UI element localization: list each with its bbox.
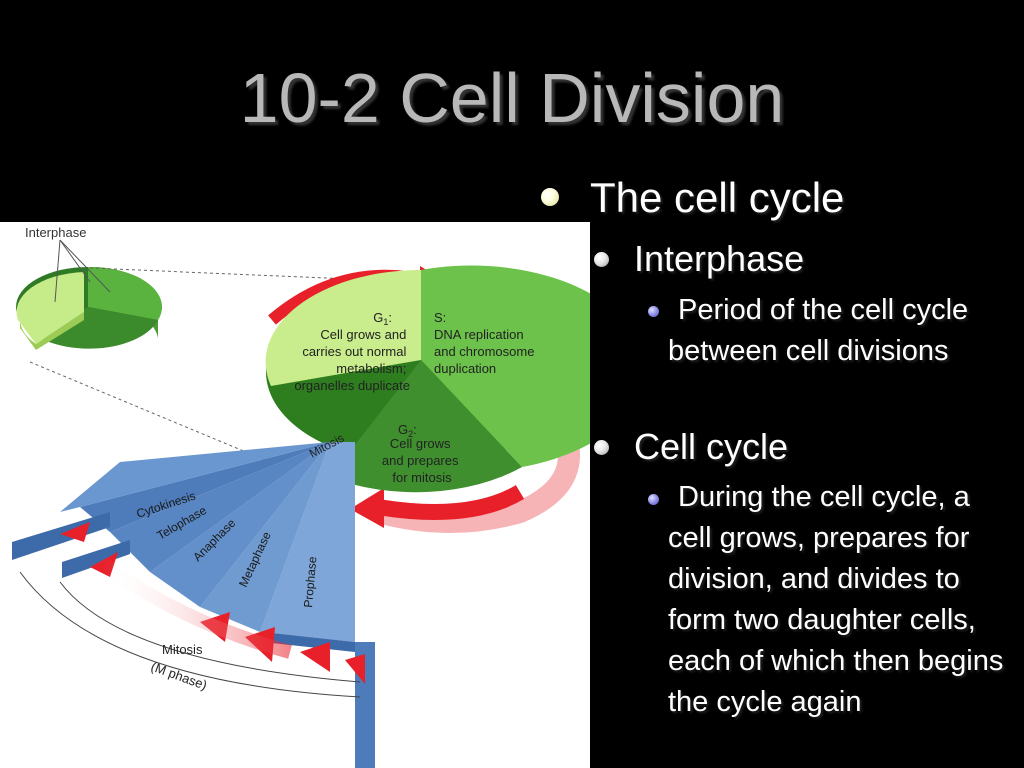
m-phase-label: Mitosis xyxy=(162,642,203,657)
cell-cycle-svg: Interphase xyxy=(12,225,590,768)
bullet-dot-interphase xyxy=(594,252,609,267)
cell-cycle-diagram: Interphase xyxy=(0,222,590,768)
bullet-cell-cycle: Cell cycle xyxy=(634,426,789,467)
small-pie xyxy=(16,239,162,350)
bullet-dot-cell-cycle-detail xyxy=(648,494,659,505)
interphase-label: Interphase xyxy=(25,225,86,240)
bullet-cell-cycle-detail: During the cell cycle, a cell grows, pre… xyxy=(668,481,1004,718)
bullet-dot-cell-cycle xyxy=(594,440,609,455)
bullet-dot-interphase-detail xyxy=(648,306,659,317)
slide-title: 10-2 Cell Division xyxy=(239,59,785,137)
g1-description: Cell grows and carries out normal metabo… xyxy=(294,327,410,393)
g2-title: G2: xyxy=(398,422,417,439)
bullet-dot-l1 xyxy=(541,188,559,206)
g2-description: Cell grows and prepares for mitosis xyxy=(382,436,462,485)
phase-prophase: Prophase xyxy=(301,556,319,609)
bullet-interphase-detail: Period of the cell cycle between cell di… xyxy=(668,294,969,367)
bullet-interphase: Interphase xyxy=(634,238,805,279)
mitosis-arrows xyxy=(60,522,365,684)
big-pie xyxy=(265,265,590,493)
g1-title: G1: xyxy=(373,310,392,327)
mitosis-fan xyxy=(12,442,375,768)
s-phase-text: S: DNA replication and chromosome duplic… xyxy=(434,310,538,376)
bullet-cell-cycle-heading: The cell cycle xyxy=(590,174,845,221)
